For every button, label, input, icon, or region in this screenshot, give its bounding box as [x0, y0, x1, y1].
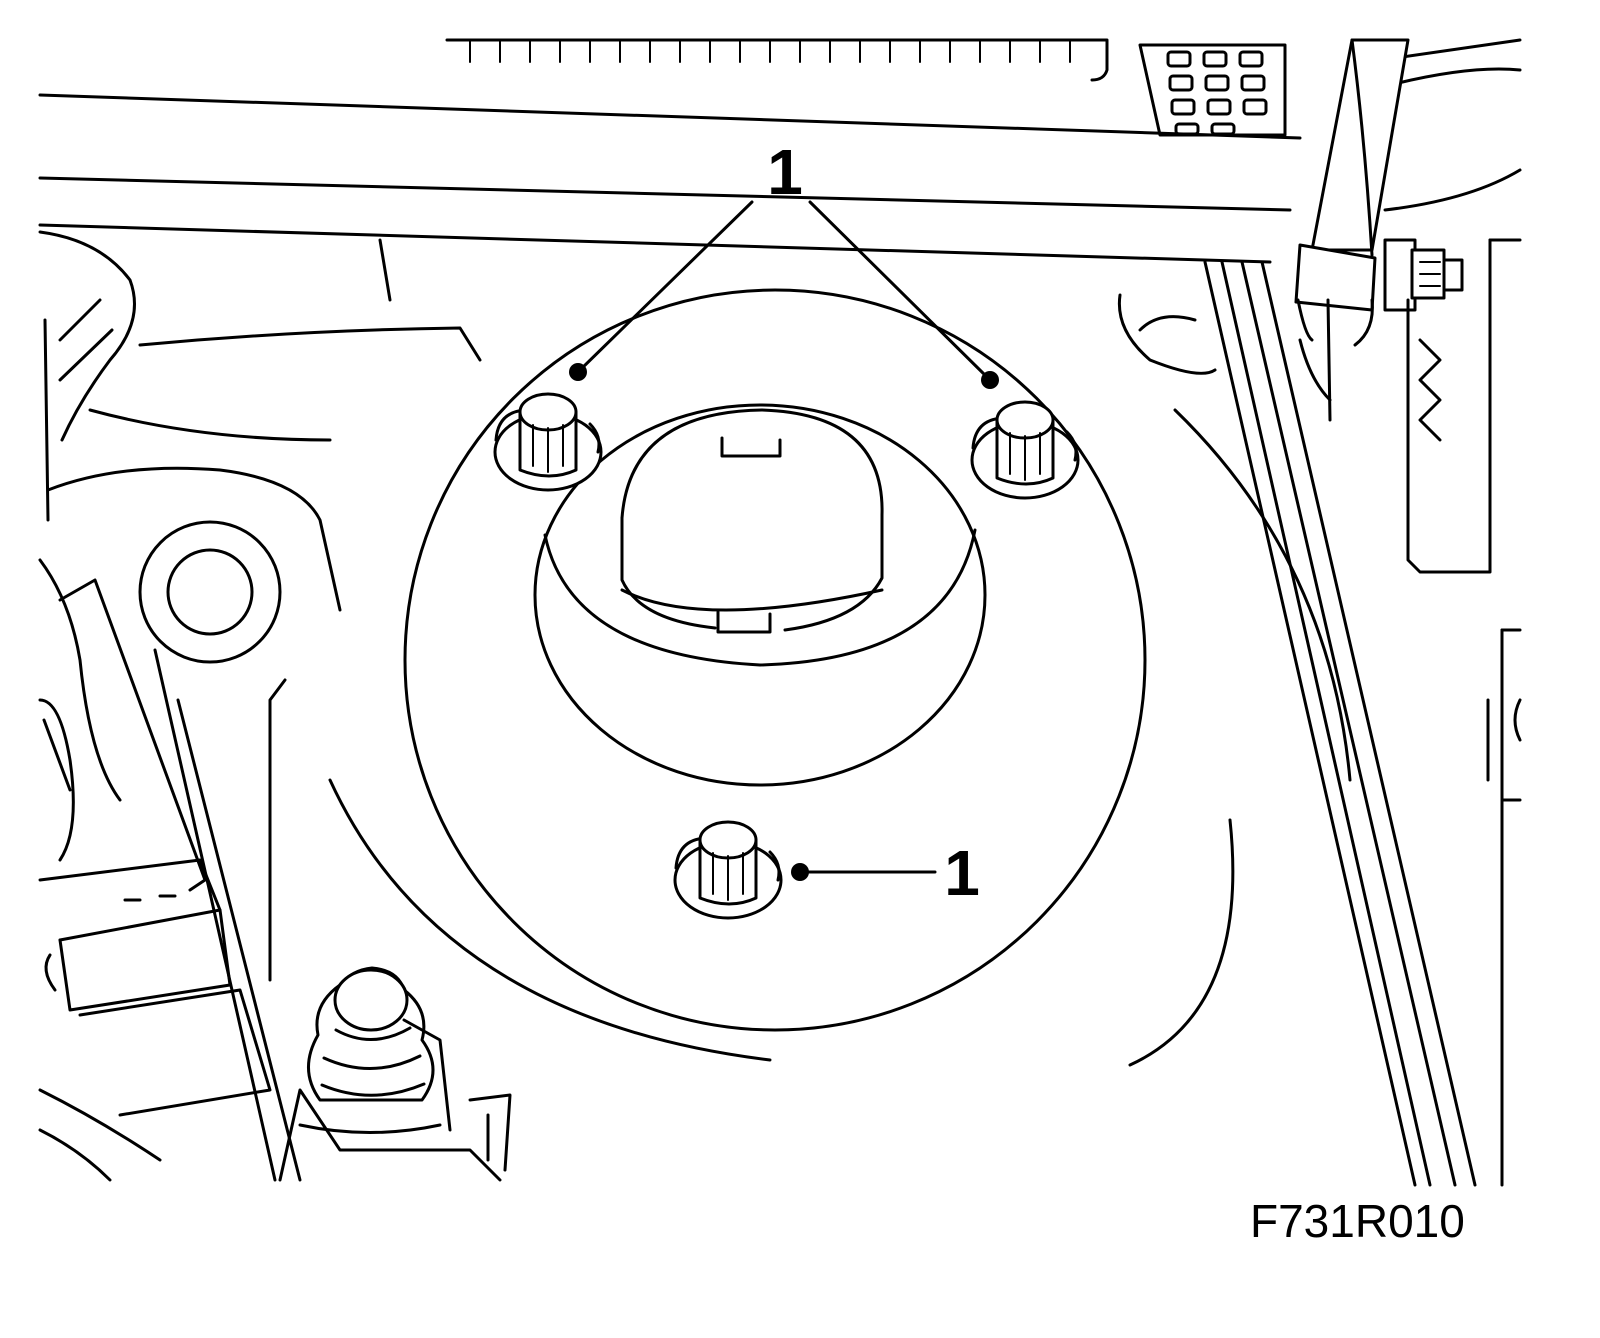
rubber-boot [278, 966, 512, 1182]
vertical-strut-lines [153, 648, 302, 1182]
callout-dot [981, 371, 999, 389]
left-hose [38, 230, 136, 522]
callout-label: 1 [767, 136, 803, 208]
center-bore [620, 408, 884, 634]
right-clip [1117, 293, 1522, 1187]
callout-1-right: 1 [791, 837, 980, 909]
callout-dot [569, 363, 587, 381]
callout-label: 1 [944, 837, 980, 909]
right-bolt [1383, 238, 1464, 312]
cowl-bars [38, 38, 1522, 264]
left-mechanism [38, 558, 272, 1182]
callout-1-top: 1 [569, 136, 999, 389]
figure-code: F731R010 [1250, 1195, 1465, 1247]
right-pipes [1203, 260, 1477, 1187]
vent-grille [1138, 43, 1287, 137]
strut-mount-plate [328, 288, 1352, 1067]
left-bracket [46, 238, 482, 612]
callout-dot [791, 863, 809, 881]
right-hose [1294, 38, 1410, 347]
left-round-boss [138, 520, 282, 664]
top-panel [445, 38, 1109, 82]
stud-top-left [493, 392, 603, 492]
right-bracket [1406, 238, 1522, 574]
stud-top-right [970, 400, 1080, 500]
inner-dome [533, 403, 987, 787]
stud-bottom [673, 820, 783, 920]
